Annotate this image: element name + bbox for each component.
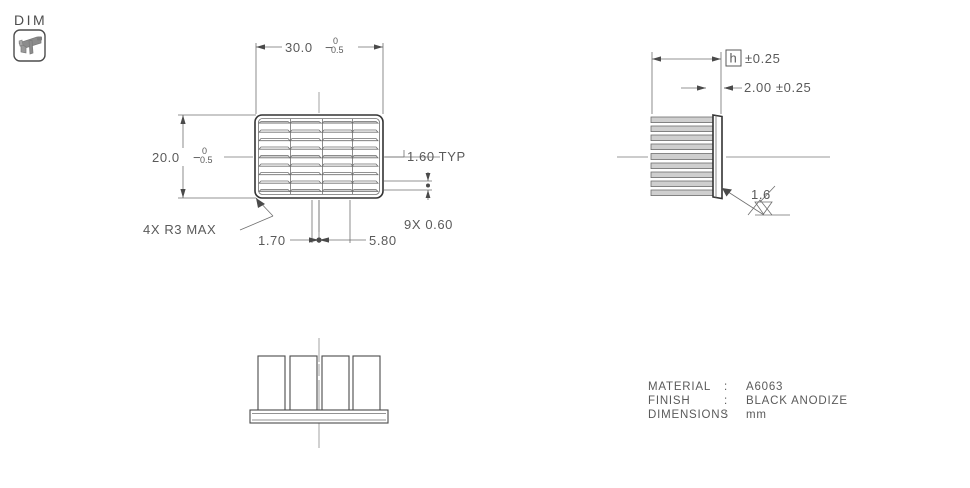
- note-corner-radius-label: 4X R3 MAX: [143, 222, 216, 237]
- dimension-offset-right-label: 5.80: [369, 233, 397, 248]
- side-view-fins: [650, 116, 714, 196]
- front-fin: [321, 355, 350, 415]
- note-value-material: A6063: [746, 381, 783, 393]
- dimension-height: 20.0 − 0 0.5: [150, 114, 256, 199]
- side-fin: [650, 134, 714, 141]
- dimension-overall-height-symbol: h: [730, 51, 738, 66]
- note-separator-finish: :: [724, 395, 728, 407]
- fin-row: [258, 172, 379, 176]
- note-value-dimensions: mm: [746, 409, 767, 421]
- side-fin: [650, 125, 714, 132]
- surface-finish-value: 1.6: [751, 187, 771, 202]
- fin-row: [258, 189, 379, 192]
- front-fin: [352, 355, 381, 415]
- front-fin: [289, 355, 318, 415]
- dimension-fin-pitch-label: 1.60 TYP: [407, 149, 466, 164]
- front-fin: [257, 355, 286, 415]
- note-value-finish: BLACK ANODIZE: [746, 395, 848, 407]
- dimension-fin-thickness-label: 9X 0.60: [404, 217, 453, 232]
- side-fin: [650, 171, 714, 178]
- surface-finish-symbol: 1.6: [721, 185, 790, 216]
- dimension-height-tol-upper: 0: [202, 146, 207, 156]
- dimension-offsets: 1.70 5.80: [258, 200, 397, 248]
- side-fin: [650, 153, 714, 160]
- note-corner-radius: 4X R3 MAX: [143, 197, 274, 237]
- note-separator-material: :: [724, 381, 728, 393]
- arrowhead-top: [180, 115, 186, 124]
- dimension-offset-left-label: 1.70: [258, 233, 286, 248]
- fin-row: [258, 163, 379, 167]
- dimension-overall-height: h ±0.25: [651, 49, 780, 114]
- side-view-base-plate: [712, 114, 723, 200]
- dimension-fin-thickness: 9X 0.60: [384, 172, 453, 232]
- top-view-inner-outline: [258, 118, 380, 195]
- fin-row: [258, 138, 379, 142]
- dimension-height-minus: −: [193, 150, 201, 165]
- dimension-width-tol-lower: 0.5: [331, 45, 344, 55]
- front-view: [249, 338, 389, 448]
- dimension-height-value: 20.0: [152, 150, 180, 165]
- dimension-base-thickness: 2.00 ±0.25: [681, 80, 811, 95]
- dimension-height-tol-lower: 0.5: [200, 155, 213, 165]
- dimension-overall-height-tolerance: ±0.25: [745, 51, 780, 66]
- dimension-fin-pitch: 1.60 TYP: [384, 149, 466, 164]
- arrowhead-left: [256, 44, 265, 50]
- surface-finish-triangle: [754, 201, 773, 215]
- fin-row: [258, 155, 379, 159]
- note-label-material: MATERIAL: [648, 381, 711, 393]
- dimension-overall-height-box: [725, 49, 742, 67]
- dimension-base-thickness-label: 2.00 ±0.25: [744, 80, 811, 95]
- front-view-base-plate: [249, 409, 389, 424]
- dimension-width-value: 30.0: [285, 40, 313, 55]
- side-fin: [650, 143, 714, 150]
- front-view-fins: [257, 355, 381, 415]
- note-separator-dimensions: :: [724, 409, 728, 421]
- dim-badge[interactable]: DIM: [10, 8, 56, 64]
- fin-row: [258, 129, 379, 133]
- arrowhead-bottom: [180, 189, 186, 198]
- dim-badge-svg: DIM: [13, 12, 47, 62]
- note-label-dimensions: DIMENSIONS: [648, 409, 729, 421]
- note-label-finish: FINISH: [648, 395, 691, 407]
- top-view: 30.0 − 0 0.5 20.0 − 0 0.5 1.60 TYP: [143, 36, 466, 248]
- top-view-fin-grid: [257, 119, 380, 194]
- arrowhead-right: [374, 44, 383, 50]
- side-fin: [650, 180, 714, 187]
- side-fin: [650, 162, 714, 169]
- dimension-width-minus: −: [325, 40, 333, 55]
- fin-row: [257, 121, 380, 124]
- side-fin: [650, 116, 714, 123]
- dim-badge-label: DIM: [14, 12, 47, 28]
- notes-block: MATERIAL : A6063 FINISH : BLACK ANODIZE …: [648, 381, 848, 421]
- fin-row: [258, 146, 379, 150]
- dimension-width: 30.0 − 0 0.5: [255, 36, 384, 114]
- side-fin: [650, 189, 714, 196]
- side-view: h ±0.25 2.00 ±0.25 1.6: [617, 49, 830, 216]
- caliper-icon: [18, 36, 42, 55]
- fin-row: [258, 180, 379, 184]
- dimension-width-tol-upper: 0: [333, 36, 338, 46]
